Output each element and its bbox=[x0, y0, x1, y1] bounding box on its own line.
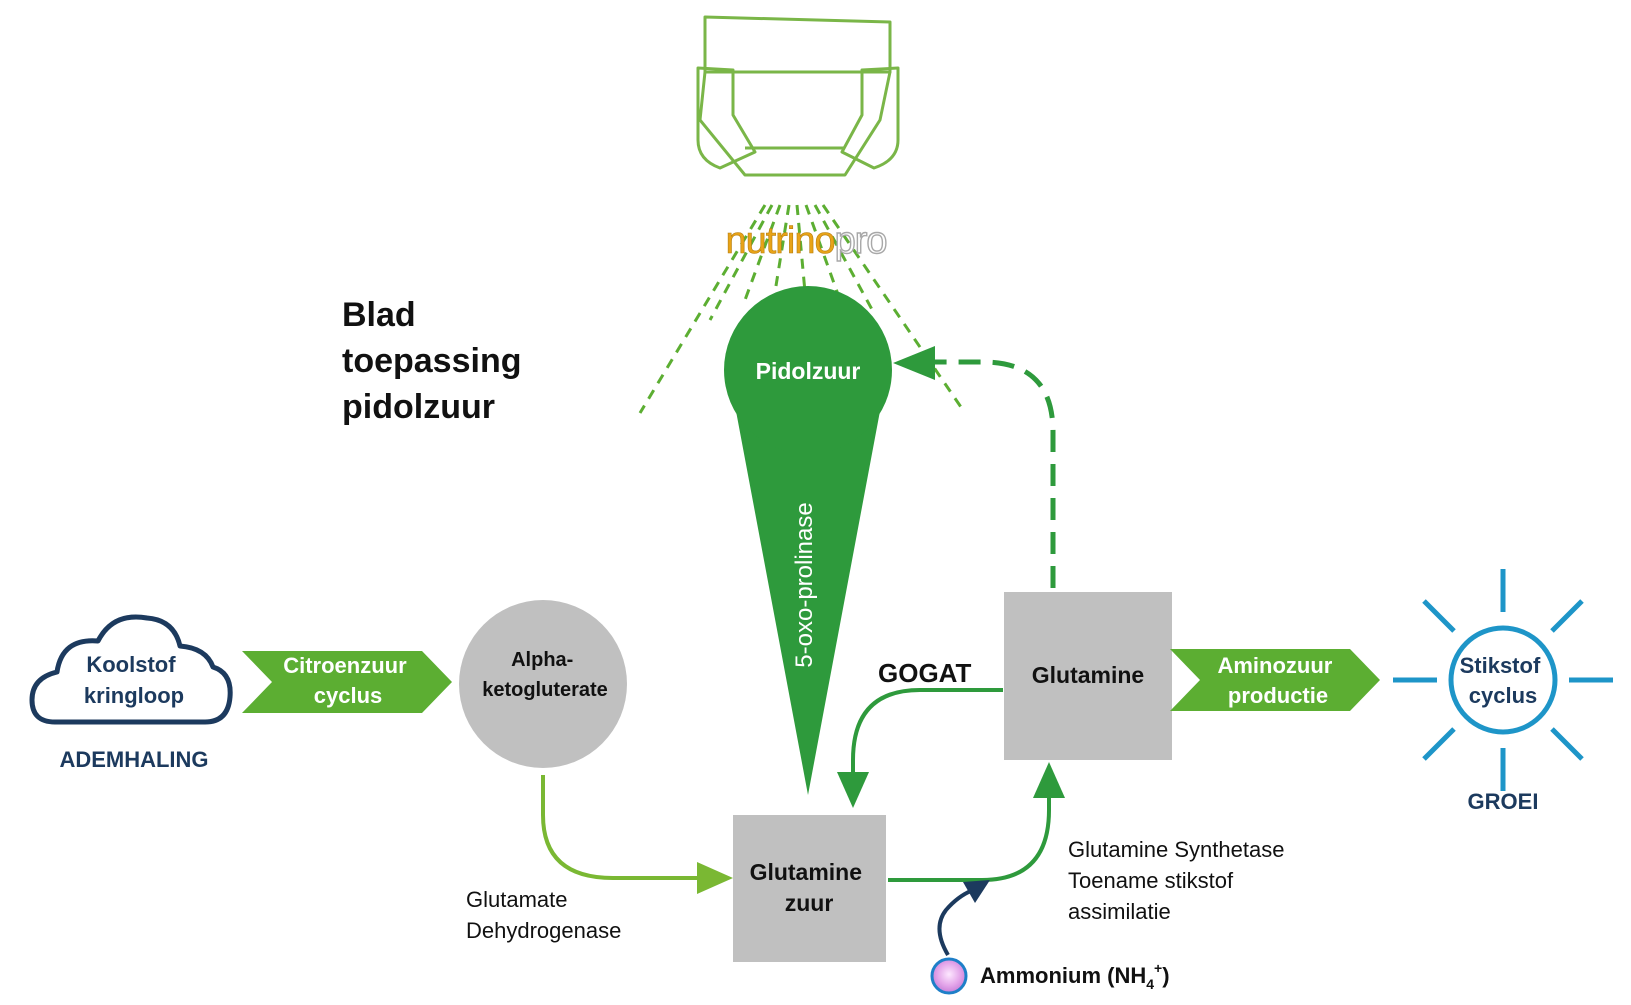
citroenzuur-chevron bbox=[242, 651, 452, 713]
ammonium-superscript: + bbox=[1154, 960, 1162, 976]
glutaminezuur-to-glutamine-arrowhead bbox=[1033, 762, 1065, 798]
brand-name-part2: pro bbox=[835, 220, 887, 262]
spray-lines bbox=[638, 204, 967, 414]
stikstof-line1: Stikstof bbox=[1460, 653, 1541, 678]
glutaminezuur-line1: Glutamine bbox=[750, 859, 862, 885]
pidolzuur-node bbox=[724, 286, 892, 454]
glutaminezuur-line2: zuur bbox=[785, 890, 834, 916]
alpha-ketogluterate-node bbox=[459, 600, 627, 768]
brand-name-part1: nutrino bbox=[725, 220, 834, 262]
title-line3: pidolzuur bbox=[342, 388, 495, 426]
koolstof-cloud-icon bbox=[29, 614, 233, 725]
aminozuur-chevron bbox=[1170, 649, 1380, 711]
glutamine-synthetase-label: Glutamine Synthetase Toename stikstof as… bbox=[1068, 837, 1291, 924]
aminozuur-line1: Aminozuur bbox=[1217, 653, 1332, 678]
ammonium-suffix: ) bbox=[1162, 963, 1169, 988]
ammonium-arrowhead bbox=[963, 880, 990, 903]
page-title: Blad toepassing pidolzuur bbox=[342, 296, 531, 426]
ammonium-arrow bbox=[937, 888, 974, 957]
citroenzuur-line1: Citroenzuur bbox=[283, 653, 407, 678]
prolinase-cone bbox=[733, 395, 883, 795]
koolstof-label: Koolstof kringloop bbox=[84, 652, 184, 708]
glutamate-line2: Dehydrogenase bbox=[466, 918, 621, 943]
alpha-to-glutaminezuur-arrow bbox=[541, 775, 703, 880]
citroenzuur-label: Citroenzuur cyclus bbox=[283, 653, 413, 708]
stikstof-sun-icon bbox=[1393, 569, 1613, 791]
brand-logo: nutrinopro bbox=[725, 220, 886, 262]
glutamine-node bbox=[1004, 592, 1172, 760]
dashed-return-arrow bbox=[930, 359, 1056, 588]
alpha-ketogluterate-label: Alpha- ketogluterate bbox=[482, 649, 608, 701]
synthetase-line2: Toename stikstof bbox=[1068, 868, 1234, 893]
ammonium-icon bbox=[930, 957, 968, 995]
synthetase-line3: assimilatie bbox=[1068, 899, 1171, 924]
glutaminezuur-label: Glutamine zuur bbox=[750, 859, 869, 916]
glutamate-line1: Glutamate bbox=[466, 887, 568, 912]
alpha-line2: ketogluterate bbox=[482, 679, 608, 701]
gogat-arrow bbox=[851, 688, 1003, 776]
ademhaling-label: ADEMHALING bbox=[59, 747, 208, 772]
ammonium-label: Ammonium (NH4+) bbox=[980, 960, 1170, 992]
title-line1: Blad bbox=[342, 296, 416, 334]
groei-label: GROEI bbox=[1468, 789, 1539, 814]
ammonium-subscript: 4 bbox=[1146, 976, 1154, 992]
koolstof-line2: kringloop bbox=[84, 683, 184, 708]
glutaminezuur-to-glutamine-arrow bbox=[888, 795, 1051, 882]
synthetase-line1: Glutamine Synthetase bbox=[1068, 837, 1284, 862]
dashed-return-arrowhead bbox=[893, 346, 935, 380]
koolstof-line1: Koolstof bbox=[86, 652, 176, 677]
alpha-line1: Alpha- bbox=[511, 649, 573, 671]
gogat-arrowhead bbox=[837, 772, 869, 808]
aminozuur-line2: productie bbox=[1228, 683, 1328, 708]
cone-label: 5-oxo-prolinase bbox=[791, 502, 818, 667]
glutamate-dehydrogenase-label: Glutamate Dehydrogenase bbox=[466, 887, 621, 943]
title-line2: toepassing bbox=[342, 342, 521, 380]
stikstof-label: Stikstof cyclus bbox=[1460, 653, 1547, 708]
pidolzuur-label: Pidolzuur bbox=[756, 358, 861, 384]
glutamine-label: Glutamine bbox=[1032, 662, 1144, 688]
citroenzuur-line2: cyclus bbox=[314, 683, 383, 708]
gogat-label: GOGAT bbox=[878, 658, 972, 688]
aminozuur-label: Aminozuur productie bbox=[1217, 653, 1338, 708]
alpha-to-glutaminezuur-arrowhead bbox=[697, 862, 733, 894]
ammonium-prefix: Ammonium (NH bbox=[980, 963, 1146, 988]
sprayer-icon bbox=[696, 15, 900, 177]
glutaminezuur-node bbox=[733, 815, 886, 962]
stikstof-line2: cyclus bbox=[1469, 683, 1538, 708]
